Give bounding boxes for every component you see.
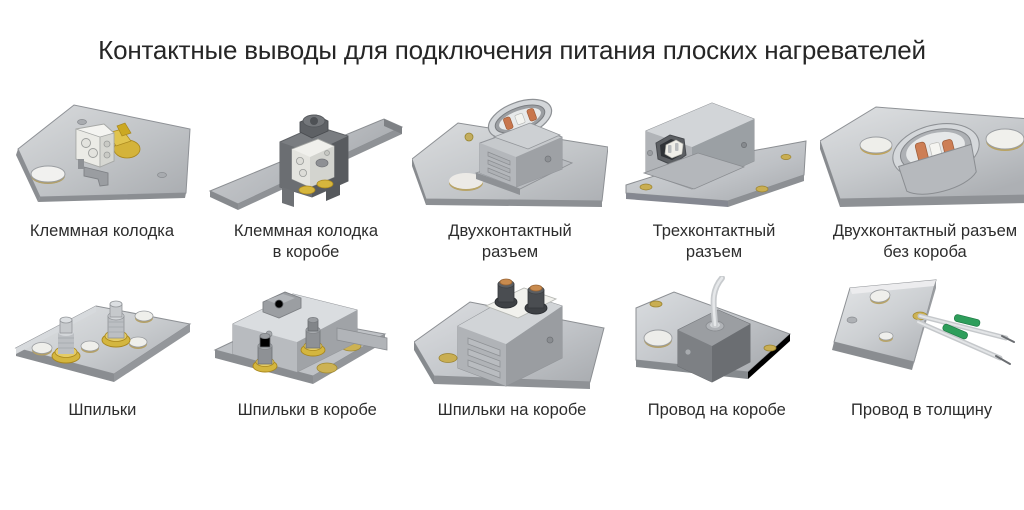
product-caption: Трехконтактный разъем <box>652 221 776 262</box>
product-caption: Провод в толщину <box>851 401 993 420</box>
two-pin-connector-image <box>412 89 608 211</box>
product-caption: Клеммная колодка в коробе <box>233 221 379 262</box>
terminal-block-on-plate-image <box>4 89 200 211</box>
product-caption: Шпильки на коробе <box>437 401 587 420</box>
product-caption: Клеммная колодка <box>29 221 175 240</box>
product-gallery-page: Контактные выводы для подключения питани… <box>0 17 1024 510</box>
product-cell-wire-on-box[interactable]: Провод на коробе <box>614 276 819 422</box>
product-cell-wire-in-thickness[interactable]: Провод в толщину <box>819 276 1024 422</box>
product-caption: Двухконтактный разъем <box>448 221 572 262</box>
two-pin-connector-no-box-image <box>820 89 1024 211</box>
product-caption: Шпильки <box>68 401 137 420</box>
wire-in-thickness-image <box>823 276 1020 394</box>
product-caption: Двухконтактный разъем без короба <box>832 221 1018 262</box>
studs-in-box-image <box>209 276 406 394</box>
product-cell-two-pin-connector-no-box[interactable]: Двухконтактный разъем без короба <box>816 89 1024 265</box>
terminal-block-in-box-image <box>208 89 404 211</box>
product-cell-studs-in-box[interactable]: Шпильки в коробе <box>205 276 410 422</box>
product-row-1: Клеммная колодка <box>0 89 1024 265</box>
product-caption: Провод на коробе <box>647 401 786 420</box>
product-cell-terminal-block-in-box[interactable]: Клеммная колодка в коробе <box>204 89 408 265</box>
product-row-2: Шпильки <box>0 276 1024 422</box>
product-cell-three-pin-connector[interactable]: Трехконтактный разъем <box>612 89 816 265</box>
studs-on-plate-image <box>4 276 201 394</box>
product-cell-studs[interactable]: Шпильки <box>0 276 205 422</box>
product-cell-studs-on-box[interactable]: Шпильки на коробе <box>410 276 615 422</box>
product-cell-two-pin-connector[interactable]: Двухконтактный разъем <box>408 89 612 265</box>
three-pin-connector-image <box>616 89 812 211</box>
page-title: Контактные выводы для подключения питани… <box>98 35 926 66</box>
wire-on-box-image <box>618 276 815 394</box>
product-cell-terminal-block[interactable]: Клеммная колодка <box>0 89 204 265</box>
studs-on-box-image <box>413 276 611 394</box>
product-caption: Шпильки в коробе <box>237 401 377 420</box>
